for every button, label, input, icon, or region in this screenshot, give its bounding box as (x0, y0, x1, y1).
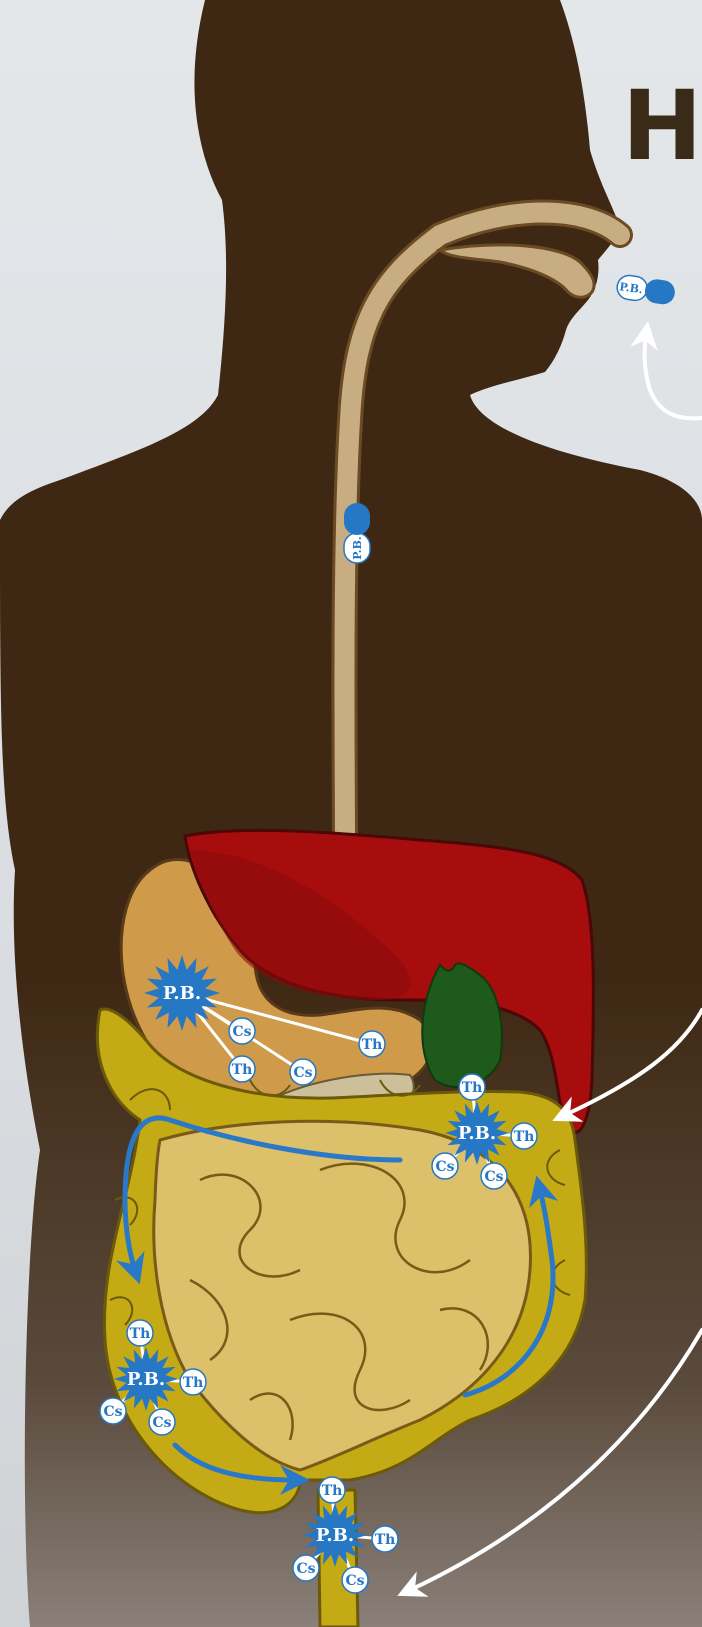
pill-esophagus-label: P.B. (351, 536, 364, 559)
arrow-to-mouth (645, 335, 702, 418)
burst-tag-label: Th (322, 1483, 343, 1499)
burst-tag-label: Th (232, 1062, 253, 1078)
burst-tag: Cs (481, 1163, 507, 1189)
burst-tag-label: Cs (345, 1573, 364, 1589)
burst-tag-label: Cs (435, 1159, 454, 1175)
burst-tag: Cs (290, 1059, 316, 1085)
burst-tag: Th (229, 1056, 255, 1082)
burst-tag: Th (127, 1320, 153, 1346)
burst-tag-label: Th (183, 1375, 204, 1391)
burst-tag-label: Cs (152, 1415, 171, 1431)
burst-tag: Th (359, 1031, 385, 1057)
burst-tag: Cs (432, 1153, 458, 1179)
burst-tag: Cs (100, 1398, 126, 1424)
burst-tag-label: Th (362, 1037, 383, 1053)
burst-tag: Cs (342, 1567, 368, 1593)
heading: HO (622, 78, 702, 174)
burst-tag: Th (180, 1369, 206, 1395)
burst-tag: Th (459, 1074, 485, 1100)
burst-tag-label: Cs (293, 1065, 312, 1081)
burst-tag-label: Cs (103, 1404, 122, 1420)
burst-tag-label: Th (514, 1129, 535, 1145)
burst-tag: Th (511, 1123, 537, 1149)
burst-tag: Th (319, 1477, 345, 1503)
burst-label: P.B. (316, 1525, 354, 1546)
pill-mouth: P.B. (616, 274, 677, 306)
burst-tag: Cs (293, 1555, 319, 1581)
burst-tag-label: Cs (232, 1024, 251, 1040)
burst-tag-label: Th (375, 1532, 396, 1548)
burst-tag-label: Th (130, 1326, 151, 1342)
burst-tag-label: Cs (484, 1169, 503, 1185)
burst-tag: Th (372, 1526, 398, 1552)
burst-tag-label: Cs (296, 1561, 315, 1577)
burst-tag: Cs (229, 1018, 255, 1044)
burst-tag: Cs (149, 1409, 175, 1435)
burst-label: P.B. (127, 1369, 165, 1390)
burst-label: P.B. (458, 1123, 496, 1144)
burst-label: P.B. (163, 983, 201, 1004)
burst-tag-label: Th (462, 1080, 483, 1096)
